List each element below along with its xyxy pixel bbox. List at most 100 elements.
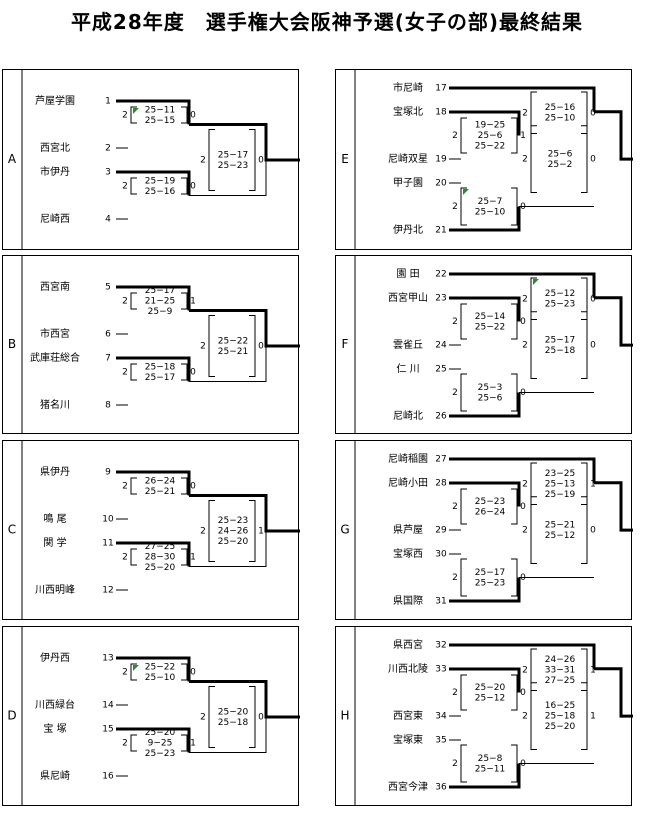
team-name: 雲雀丘 [393,339,423,351]
final-match-set-score: 25−22 [218,336,248,346]
team-seed: 29 [435,526,447,536]
semifinal-match-1-winner-mark [533,279,539,285]
semifinal-match-2-winner-mark [463,189,469,195]
team-name: 西宮南 [40,280,70,293]
semifinal-match-1-sets-won-lower: 0 [190,482,196,492]
team-seed: 30 [435,550,447,560]
semifinal-match-2-set-score: 25−10 [475,207,506,217]
quarterfinal-match-sets-won-upper: 2 [452,502,458,512]
final-match-bracket-left [208,686,215,748]
team-name: 宝塚東 [393,733,423,746]
team-name: 市西宮 [40,327,70,340]
semifinal-match-1-set-score: 25−23 [545,300,575,310]
semifinal-match-2-bracket-left [460,558,467,597]
team-name: 尼崎北 [393,409,423,422]
semifinal-match-1-bracket-right [581,648,588,691]
final-match-set-score: 25−20 [218,537,249,547]
semifinal-match-2-set-score: 25−11 [475,764,505,774]
final-match-sets-won-upper: 2 [200,156,206,166]
final-match-bracket-left [208,315,215,377]
quarterfinal-match-set-score: 25−23 [475,497,505,507]
semifinal-match-1-set-score: 24−26 [545,655,576,665]
quarterfinal-match-bracket-right [511,674,518,711]
semifinal-match-1-sets-won-lower: 1 [590,665,596,675]
team-name: 市伊丹 [40,165,70,178]
team-seed: 13 [102,654,113,664]
final-match-sets-won-lower: 0 [258,713,264,723]
semifinal-match-2-bracket-left [460,373,467,412]
team-name: 県尼崎 [40,769,70,782]
team-seed: 25 [435,365,446,375]
semifinal-match-2-sets-won-lower: 1 [190,739,196,749]
semifinal-match-2-bracket-left [130,734,137,752]
team-seed: 22 [435,270,446,280]
final-winner-path [189,123,300,162]
winner-path [449,577,521,603]
final-match-set-score: 24−26 [218,527,249,537]
group-letter: G [340,523,349,537]
semifinal-match-2-set-score: 9−25 [148,739,173,749]
semifinal-match-1-set-score: 25−11 [145,105,175,115]
winner-path [116,656,191,682]
quarterfinal-match-sets-won-upper: 2 [452,688,458,698]
team-name: 県伊丹 [40,466,70,478]
final-match-set-score: 25−6 [548,149,573,159]
final-match-bracket-left [208,500,215,562]
team-seed: 19 [435,155,447,165]
final-match-sets-won-upper: 2 [522,155,528,165]
semifinal-match-1-set-score: 25−21 [145,487,175,497]
team-seed: 3 [105,168,111,178]
group-letter: C [8,523,16,537]
semifinal-match-1-sets-won-lower: 1 [590,479,596,489]
team-seed: 8 [105,401,111,411]
semifinal-match-1-bracket-left [530,462,537,505]
semifinal-match-1-bracket-right [181,106,188,124]
quarterfinal-match-sets-won-lower: 1 [520,131,526,141]
team-name: 西宮東 [393,709,423,722]
semifinal-match-2-sets-won-upper: 2 [122,739,128,749]
winner-path [116,470,191,496]
semifinal-match-2-bracket-left [130,548,137,566]
team-name: 宝塚西 [393,547,423,560]
semifinal-match-1-set-score: 25−17 [145,286,175,296]
semifinal-match-1-set-score: 25−13 [545,479,575,489]
semifinal-match-1-bracket-left [130,663,137,681]
final-match-set-score: 25−23 [218,516,248,526]
semifinal-match-2-sets-won-upper: 2 [452,759,458,769]
final-match-sets-won-lower: 0 [258,156,264,166]
semifinal-match-2-sets-won-lower: 0 [190,182,196,192]
team-seed: 4 [105,215,111,225]
group-letter: H [340,709,349,723]
semifinal-match-2-sets-won-upper: 2 [452,388,458,398]
semifinal-match-2-bracket-right [511,373,518,412]
final-match-set-score: 25−23 [218,161,248,171]
team-name: 県国際 [393,595,423,607]
team-name: 宝 塚 [43,722,66,735]
semifinal-match-1-sets-won-lower: 0 [590,108,596,118]
semifinal-match-1-sets-won-lower: 0 [190,668,196,678]
final-match-bracket-left [530,311,537,379]
final-match-bracket-right [581,682,588,750]
final-winner-path [594,481,633,532]
winner-path [449,667,521,693]
final-match-sets-won-upper: 2 [522,526,528,536]
semifinal-match-2-bracket-right [181,548,188,566]
group-letter: D [7,709,16,723]
team-name: 西宮甲山 [388,291,428,304]
semifinal-match-1-sets-won-upper: 2 [522,294,528,304]
team-name: 関 学 [43,536,66,549]
final-match-bracket-left [530,125,537,193]
final-match-sets-won-lower: 0 [590,526,596,536]
semifinal-match-1-bracket-right [181,663,188,681]
semifinal-match-1-sets-won-lower: 0 [190,111,196,121]
semifinal-match-1-set-score: 25−10 [145,673,176,683]
